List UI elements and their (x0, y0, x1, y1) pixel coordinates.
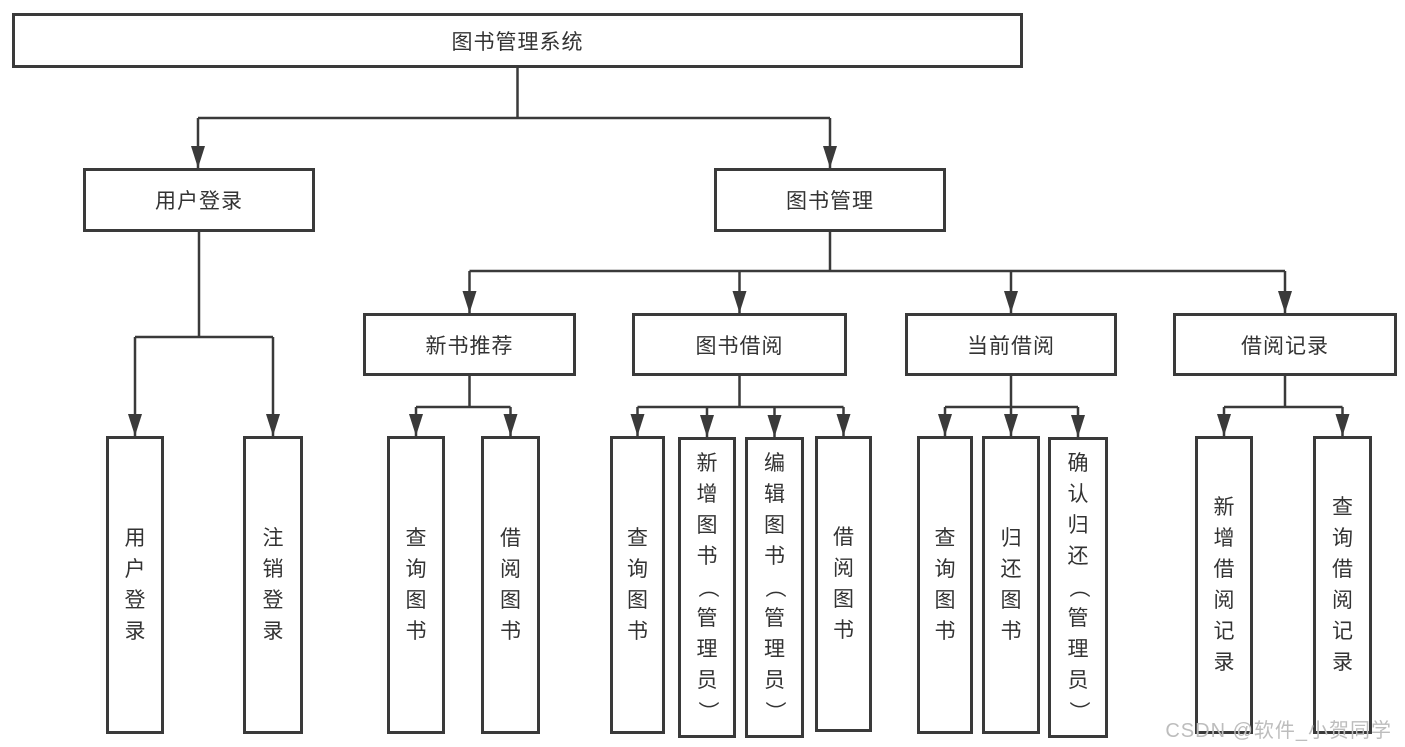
node-book-management: 图书管理 (714, 168, 946, 232)
node-current-borrowing: 当前借阅 (905, 313, 1117, 376)
connector-newbooks-branch (416, 374, 511, 409)
node-leaf-newbooks-query-label: 查询图书 (405, 527, 427, 643)
node-user-login-label: 用户登录 (155, 190, 243, 213)
node-borrowing-records-label: 借阅记录 (1241, 334, 1329, 358)
node-book-management-label: 图书管理 (786, 190, 874, 213)
node-leaf-user-login-label: 用户登录 (124, 527, 146, 643)
node-leaf-current-return-label: 归还图书 (1000, 527, 1022, 643)
node-new-book-recommend: 新书推荐 (363, 313, 576, 376)
node-leaf-borrow-edit-admin-label: 编辑图书（管理员） (763, 452, 786, 722)
node-leaf-logout-label: 注销登录 (262, 527, 284, 643)
node-leaf-newbooks-borrow-label: 借阅图书 (500, 527, 521, 643)
node-root-label: 图书管理系统 (451, 30, 584, 54)
node-borrowing-records: 借阅记录 (1173, 313, 1397, 376)
node-leaf-borrow-edit-admin: 编辑图书（管理员） (745, 437, 804, 738)
node-leaf-borrow-add-admin: 新增图书（管理员） (678, 437, 736, 738)
node-leaf-records-query: 查询借阅记录 (1313, 436, 1372, 734)
node-current-borrowing-label: 当前借阅 (967, 334, 1055, 358)
node-leaf-borrow-borrow-label: 借阅图书 (833, 526, 854, 642)
node-leaf-records-add-label: 新增借阅记录 (1213, 496, 1235, 674)
node-leaf-records-query-label: 查询借阅记录 (1332, 496, 1353, 674)
node-leaf-newbooks-borrow: 借阅图书 (481, 436, 540, 734)
connector-records-branch (1224, 374, 1343, 409)
node-leaf-current-confirm-admin-label: 确认归还（管理员） (1066, 452, 1090, 722)
node-leaf-borrow-query: 查询图书 (610, 436, 665, 734)
node-leaf-records-add: 新增借阅记录 (1195, 436, 1253, 734)
node-leaf-newbooks-query: 查询图书 (387, 436, 445, 734)
node-leaf-borrow-query-label: 查询图书 (627, 527, 648, 643)
node-leaf-current-confirm-admin: 确认归还（管理员） (1048, 437, 1108, 738)
node-leaf-borrow-borrow: 借阅图书 (815, 436, 872, 732)
node-leaf-logout: 注销登录 (243, 436, 303, 734)
node-leaf-user-login: 用户登录 (106, 436, 164, 734)
connector-root-branch (198, 66, 830, 120)
connector-borrow-branch (637, 374, 844, 409)
node-leaf-current-return: 归还图书 (982, 436, 1040, 734)
node-new-book-recommend-label: 新书推荐 (425, 334, 514, 358)
node-leaf-current-query: 查询图书 (917, 436, 973, 734)
csdn-watermark: CSDN @软件_小贺同学 (1165, 720, 1392, 742)
node-book-borrowing-label: 图书借阅 (695, 334, 784, 358)
node-leaf-borrow-add-admin-label: 新增图书（管理员） (695, 452, 719, 722)
node-book-borrowing: 图书借阅 (632, 313, 847, 376)
node-root: 图书管理系统 (12, 13, 1023, 68)
connector-current-branch (945, 374, 1078, 409)
connector-login-branch (135, 230, 273, 339)
node-leaf-current-query-label: 查询图书 (934, 527, 956, 643)
node-user-login: 用户登录 (83, 168, 315, 232)
connector-mgmt-branch (469, 230, 1285, 273)
